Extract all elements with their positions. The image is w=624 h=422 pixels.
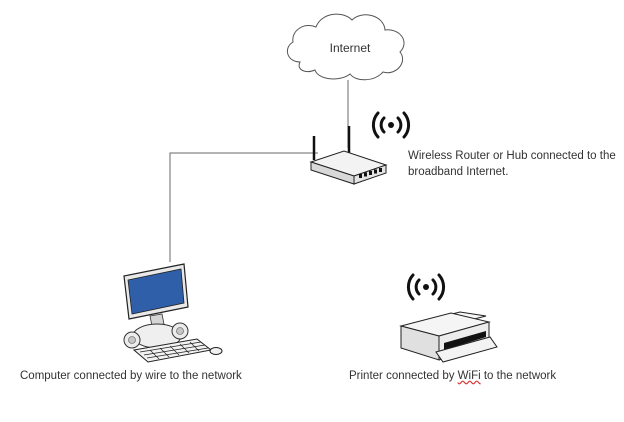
internet-label: Internet <box>330 41 371 55</box>
printer-caption-wifi: WiFi <box>457 370 481 382</box>
wireless-router <box>309 126 388 185</box>
printer <box>399 311 498 363</box>
computer-speakers <box>123 322 189 349</box>
router-ports <box>359 168 382 178</box>
printer-caption-prefix: Printer connected by <box>349 370 458 382</box>
router-caption: Wireless Router or Hub connected to the … <box>408 150 616 178</box>
router-side <box>310 161 355 185</box>
printer-caption: Printer connected by WiFi to the network <box>349 368 556 384</box>
monitor-screen <box>127 268 185 315</box>
computer-keyboard <box>132 338 213 363</box>
printer-output-slot <box>444 331 486 350</box>
printer-caption-suffix: to the network <box>480 370 557 382</box>
computer-monitor <box>123 263 189 320</box>
computer-mouse <box>209 347 223 355</box>
printer-output-tray <box>435 336 498 363</box>
wireless-signal-icon <box>371 111 411 139</box>
router-computer-link <box>169 152 318 262</box>
wireless-signal-icon <box>406 273 446 301</box>
internet-cloud: Internet <box>286 13 405 81</box>
computer-caption: Computer connected by wire to the networ… <box>20 370 242 382</box>
desktop-computer <box>123 263 223 363</box>
